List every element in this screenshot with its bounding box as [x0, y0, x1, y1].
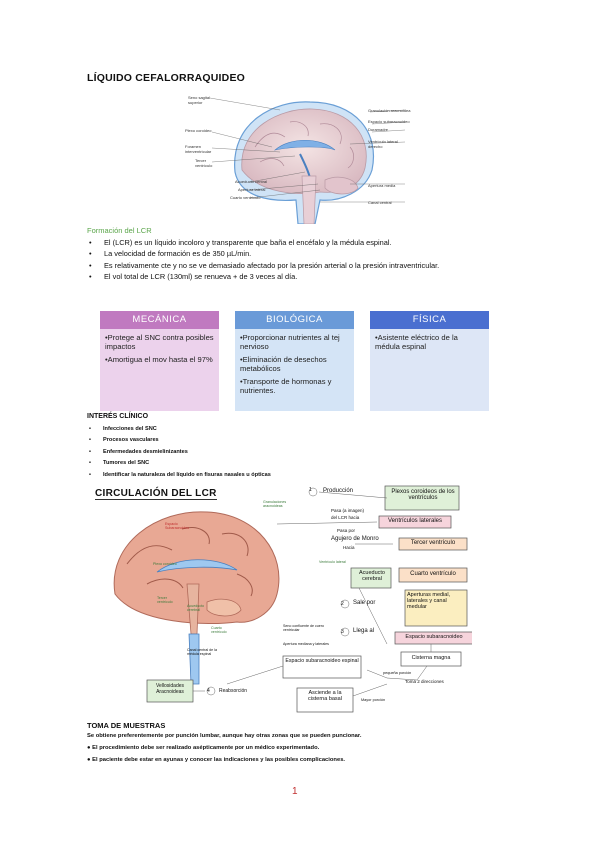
formacion-list: El (LCR) es un líquido incoloro y transp… — [87, 237, 487, 282]
list-item: Enfermedades desmielinizantes — [87, 447, 487, 459]
circulacion-drawing — [113, 485, 472, 713]
circulacion-title: CIRCULACIÓN DEL LCR — [95, 488, 217, 500]
reabsorcion-label: Reabsorción — [219, 688, 248, 694]
box-item: •Asistente eléctrico de la médula espina… — [375, 333, 458, 352]
ventriculos-laterales-box: Ventrículos laterales — [387, 518, 443, 524]
plexos-box: Plexos coroideos de los ventrículos — [391, 489, 455, 501]
box-item: •Proporcionar nutrientes al tej nervioso — [240, 333, 340, 352]
toma-line: Se obtiene preferentemente por punción l… — [87, 733, 362, 739]
brain-label: Canal central de la médula espinal — [187, 648, 217, 656]
hacia-label: Hacia — [343, 545, 355, 550]
mecanica-box: MECÁNICA •Protege al SNC contra posibles… — [100, 311, 219, 411]
mayor-porcion-label: Mayor porción — [361, 698, 386, 702]
sale-por-label: Sale por — [353, 600, 376, 606]
brain-label: Espacio Subaracnoideo — [165, 522, 190, 530]
circulacion-diagram: CIRCULACIÓN DEL LCR 1 Producción Plexos … — [87, 484, 472, 716]
toma-line: ● El procedimiento debe ser realizado as… — [87, 745, 320, 751]
label-acueducto: Acueducto central — [235, 179, 268, 184]
box-item: •Protege al SNC contra posibles impactos — [105, 333, 214, 352]
list-item: Identificar la naturaleza del líquido en… — [87, 470, 487, 482]
toma-heading: TOMA DE MUESTRAS — [87, 721, 166, 730]
label-tercer: Tercer ventrículo — [195, 158, 213, 168]
brain-label: Plexo coroideo — [153, 562, 177, 566]
brain-label: Seno confluente de cuero ventricular — [283, 624, 324, 632]
label-plexos: Plexo coroideo — [185, 128, 212, 133]
brain-label: Acueducto cerebral — [187, 604, 204, 612]
box-title: BIOLÓGICA — [235, 311, 354, 329]
num-2: 2 — [341, 601, 344, 607]
box-item: •Eliminación de desechos metabólicos — [240, 354, 327, 374]
agujero-label: Agujero de Monro — [331, 536, 379, 542]
label-duramadre: Duramadre — [368, 127, 389, 132]
pequena-porcion-label: pequeña porción — [383, 671, 412, 675]
page-number: 1 — [292, 786, 298, 797]
list-item: Procesos vasculares — [87, 435, 487, 447]
cuarto-box: Cuarto ventrículo — [410, 571, 456, 577]
list-item: La velocidad de formación es de 350 µL/m… — [87, 248, 487, 260]
vellosidades-box: Vellosidades Aracnoideas — [155, 683, 185, 695]
tercer-box: Tercer ventrículo — [410, 540, 456, 546]
label-apertura-lateral: Apertura lateral — [238, 187, 266, 192]
espacio-espinal-box: Espacio subaracnoideo espinal — [285, 658, 359, 664]
list-item: El vol total de LCR (130ml) se renueva +… — [87, 271, 487, 283]
box-item: •Transporte de hormonas y nutrientes. — [240, 376, 332, 396]
acueducto-box: Acueducto cerebral — [359, 570, 385, 582]
brain-label: Tercer ventrículo — [157, 596, 173, 604]
brain-label: Cuarto ventrículo — [211, 626, 227, 634]
page-title: LÍQUIDO CEFALORRAQUIDEO — [87, 72, 246, 84]
toma-line: ● El paciente debe estar en ayunas y con… — [87, 757, 346, 763]
produccion-label: Producción — [323, 488, 354, 494]
label-seno: Seno sagital superior — [188, 95, 211, 105]
interes-heading: INTERÉS CLÍNICO — [87, 413, 149, 420]
toma-direcciones-label: Toma 2 direcciones — [405, 679, 444, 684]
list-item: Tumores del SNC — [87, 458, 487, 470]
brain-label: Ventrículo lateral — [319, 560, 346, 564]
list-item: Infecciones del SNC — [87, 424, 487, 436]
list-item: El (LCR) es un líquido incoloro y transp… — [87, 237, 487, 249]
brain-label: Apertura mediana y laterales — [283, 642, 329, 646]
num-3: 3 — [341, 629, 344, 635]
label-foramen: Foramen interventricular — [185, 144, 212, 154]
label-espacio: Espacio subaracnoideo — [368, 119, 410, 124]
box-title: FÍSICA — [370, 311, 489, 329]
biologica-box: BIOLÓGICA •Proporcionar nutrientes al te… — [235, 311, 354, 411]
asciende-box: Asciende a la cisterna basal — [308, 690, 342, 702]
espacio-sub-box: Espacio subaracnoideo — [405, 634, 463, 640]
aperturas-box: Aperturas medial, laterales y canal medu… — [407, 592, 451, 610]
label-ventriculo-lateral: Ventrículo lateral derecho — [368, 139, 398, 149]
label-granulacion: Granulación aracnoidea — [368, 108, 411, 113]
pasa-por-label: Pasa por — [337, 528, 356, 533]
brain-label: Granulaciones aracnoideas — [263, 500, 287, 508]
label-cuarto: Cuarto ventrículo — [230, 195, 261, 200]
label-canal: Canal central — [368, 200, 392, 205]
num-1: 1 — [309, 487, 312, 493]
formacion-heading: Formación del LCR — [87, 226, 152, 235]
box-title: MECÁNICA — [100, 311, 219, 329]
box-item: •Amortigua el mov hasta el 97% — [105, 354, 213, 364]
fisica-box: FÍSICA •Asistente eléctrico de la médula… — [370, 311, 489, 411]
num-4: 4 — [207, 688, 210, 694]
pasa-imagen-label: Pasa (a imagen) — [331, 508, 365, 513]
llega-al-label: Llega al — [353, 628, 375, 634]
cisterna-magna-box: Cisterna magna — [411, 655, 451, 661]
label-apertura-media: Apertura media — [368, 183, 396, 188]
del-lcr-hacia-label: del LCR hacia — [331, 515, 360, 520]
brain-cross-section-figure — [209, 97, 406, 224]
interes-list: Infecciones del SNC Procesos vasculares … — [87, 424, 487, 481]
list-item: Es relativamente cte y no se ve demasiad… — [87, 260, 487, 272]
